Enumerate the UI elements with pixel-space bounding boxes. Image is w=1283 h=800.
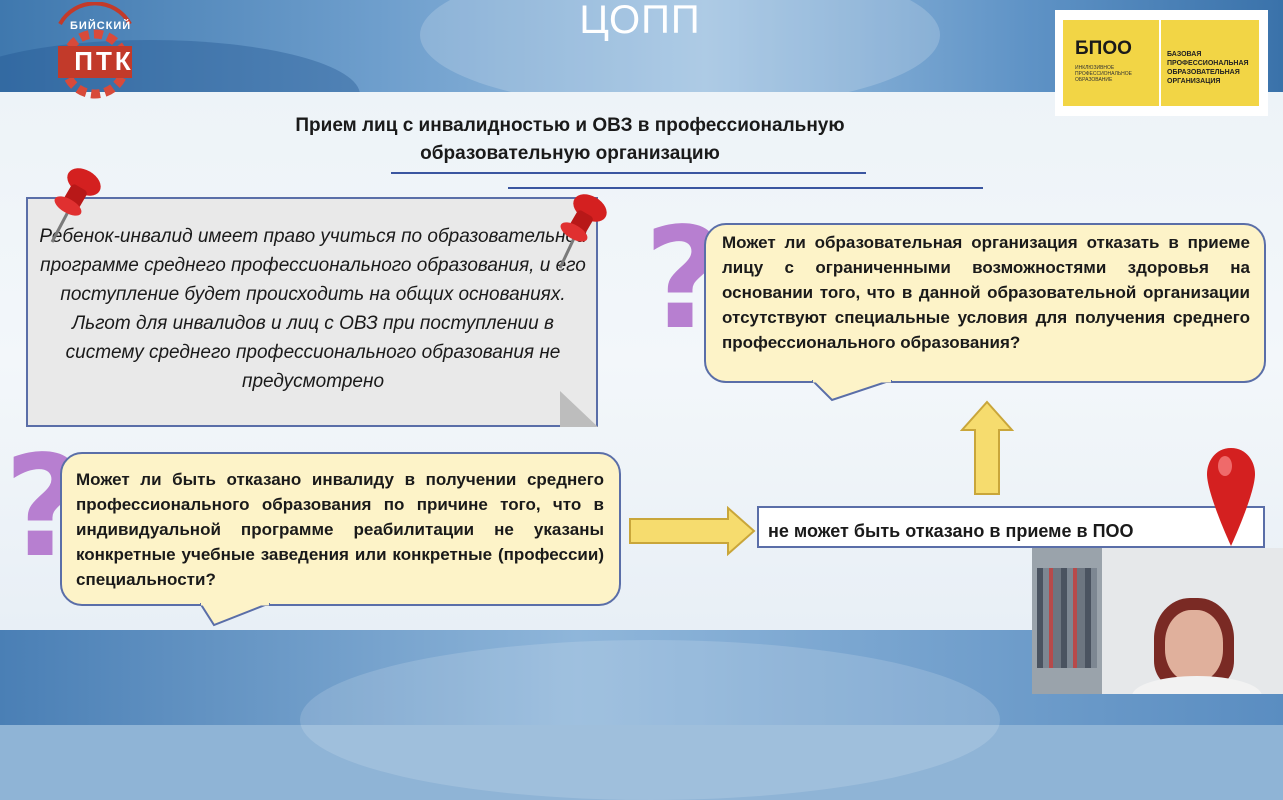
note-text: Ребенок-инвалид имеет право учиться по о… (39, 226, 587, 392)
college-logo (40, 1, 150, 102)
question-right-text: Может ли образовательная организация отк… (722, 233, 1250, 352)
callout-tail (200, 603, 270, 627)
college-logo-text: БИЙСКИЙ (70, 20, 132, 32)
question-left-callout (60, 452, 621, 606)
pushpin-icon (558, 194, 607, 269)
webcam-person-body (1132, 676, 1262, 694)
gear-logo-icon (58, 1, 132, 99)
answer-box (757, 506, 1265, 548)
webcam-video (1032, 548, 1283, 694)
webcam-binders (1037, 568, 1097, 668)
bpoo-logo: БПОО Инклюзивное профессиональное образо… (1055, 10, 1268, 116)
slide-title-line2: образовательную организацию (420, 143, 720, 164)
arrow-right-icon (629, 506, 756, 556)
arrow-up-icon (960, 400, 1014, 495)
note-box (26, 197, 598, 427)
slide-title: Прием лиц с инвалидностью и ОВЗ в профес… (250, 112, 890, 168)
bpoo-full-name: Базовая профессиональная образовательная… (1167, 51, 1249, 85)
footer-wave (300, 640, 1000, 800)
title-underline (391, 172, 866, 174)
title-underline-2 (508, 187, 983, 189)
bpoo-abbr: БПОО (1075, 38, 1132, 59)
bpoo-subtitle: Инклюзивное профессиональное образование (1075, 65, 1133, 83)
slide-title-line1: Прием лиц с инвалидностью и ОВЗ в профес… (295, 115, 845, 136)
note-fold (560, 391, 598, 427)
pushpin-icon (50, 168, 101, 243)
college-logo-letters: ПТК (74, 46, 134, 76)
question-left-text: Может ли быть отказано инвалиду в получе… (76, 470, 604, 589)
map-pin-icon (1207, 448, 1255, 546)
header-title: ЦОПП (579, 0, 701, 42)
webcam-person-face (1165, 610, 1223, 682)
callout-tail (812, 380, 892, 402)
answer-text: не может быть отказано в приеме в ПОО (768, 521, 1134, 541)
question-right-callout (704, 223, 1266, 383)
